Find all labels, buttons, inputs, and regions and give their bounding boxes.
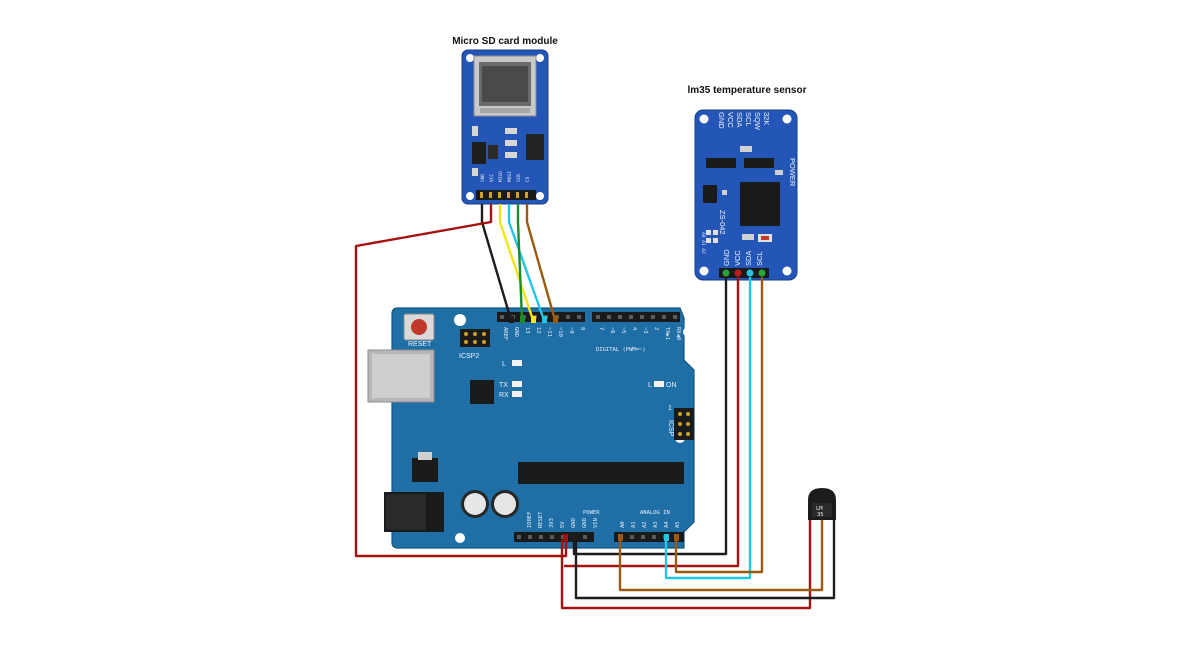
analog-pin-a1: A1: [631, 521, 637, 528]
sd-pin-label-miso: MISO: [498, 171, 504, 182]
led-l-label: L: [502, 361, 506, 368]
digital-pin-5: ~5: [620, 327, 626, 334]
wire-lm35-gnd: [574, 520, 836, 600]
digital-pin-11: ~11: [546, 327, 552, 337]
analog-header: [614, 532, 684, 542]
digital-pin-6: ~6: [609, 327, 615, 334]
wire-rtc-vcc: [564, 277, 740, 568]
rtc-top-label-vcc: VCC: [726, 112, 735, 128]
icsp2-header: [460, 329, 490, 347]
digital-pin-10: ~10: [557, 327, 563, 337]
led-rx-label: RX: [499, 392, 509, 399]
sd-pin-label-gnd: GND: [480, 174, 486, 182]
wires: [354, 204, 836, 610]
lm35-sensor: LM 35: [808, 488, 836, 520]
digital-pin-3: ~3: [642, 327, 648, 334]
arduino-uno-board: RESET ICSP2 L TX RX L ON ICSP 1: [367, 307, 695, 549]
digital-pin-7: 7: [598, 327, 604, 330]
digital-pin-12: 12: [535, 327, 541, 334]
rtc-power-label: POWER: [788, 158, 797, 187]
micro-sd-module: GND VCC MISO MOSI SCK CS: [461, 49, 549, 205]
sd-module-title: Micro SD card module: [452, 36, 558, 47]
reset-label: RESET: [408, 341, 432, 348]
power-pin-vin: VIN: [593, 518, 599, 528]
atmega-chip: [518, 462, 684, 484]
wire-sd-mosi: [507, 204, 546, 321]
wire-rtc-sda: [664, 277, 752, 580]
sd-pin-label-vcc: VCC: [489, 174, 495, 182]
digital-header-right: [592, 312, 680, 322]
usb-chip: [470, 380, 494, 404]
analog-pin-a0: A0: [620, 521, 626, 528]
digital-section-label: DIGITAL (PWM=~): [596, 347, 646, 353]
digital-pin-13: 13: [524, 327, 530, 334]
digital-pin-aref: AREF: [502, 327, 508, 340]
rtc-chip: [740, 182, 780, 226]
sd-pin-label-mosi: MOSI: [507, 171, 513, 182]
digital-pin-8: 8: [579, 327, 585, 330]
digital-pin-tx1: TX▶1: [664, 327, 670, 340]
sd-level-shifter-chip: [526, 134, 544, 160]
wire-rtc-gnd: [572, 277, 728, 556]
digital-pin-2: 2: [653, 327, 659, 330]
rtc-top-label-sqw: SQW: [753, 112, 762, 131]
wire-lm35-vcc: [560, 520, 812, 610]
analog-pin-a2: A2: [642, 521, 648, 528]
rtc-top-label-gnd: GND: [717, 112, 726, 129]
wire-sd-cs: [525, 204, 557, 321]
analog-pin-a4: A4: [664, 521, 670, 528]
analog-pin-a3: A3: [653, 521, 659, 528]
power-pin-gnd2: GND: [582, 518, 588, 528]
digital-pin-gnd: GND: [513, 327, 519, 337]
wire-lm35-out: [618, 520, 824, 592]
power-pin-5v: 5V: [560, 521, 566, 528]
analog-pin-a5: A5: [675, 521, 681, 528]
sd-pin-label-cs: CS: [525, 176, 531, 182]
wire-rtc-scl: [674, 277, 764, 574]
led-tx-label: TX: [499, 382, 508, 389]
power-pin-reset: RESET: [538, 511, 544, 528]
rtc-model-label: ZS-042: [718, 210, 727, 235]
digital-pin-4: 4: [631, 327, 637, 331]
wire-sd-gnd: [480, 204, 513, 321]
sensor-title: lm35 temperature sensor: [688, 85, 807, 96]
wire-sd-miso: [498, 204, 535, 321]
power-pin-gnd1: GND: [571, 518, 577, 528]
power-pin-ioref: IOREF: [527, 511, 533, 528]
rtc-module: 32K SQW SCL SDA VCC GND POWER: [694, 109, 798, 281]
rtc-bottom-label-gnd: GND: [722, 249, 731, 266]
digital-pin-rx0: RX◀0: [675, 327, 681, 340]
digital-pin-9: ~9: [568, 327, 574, 334]
sd-pin-label-sck: SCK: [516, 174, 522, 182]
analog-section-label: ANALOG IN: [640, 510, 670, 516]
wire-pin-caps: [509, 316, 679, 541]
voltage-regulator: [412, 458, 438, 482]
rtc-top-label-32k: 32K: [762, 112, 771, 125]
icsp2-label: ICSP2: [459, 353, 479, 360]
icsp-pin1-label: 1: [668, 405, 672, 412]
icsp-header: [674, 408, 694, 440]
power-pin-3v3: 3V3: [549, 518, 555, 528]
icsp-label: ICSP: [667, 420, 674, 437]
lm35-label-2: 35: [817, 512, 824, 518]
wire-sd-sck: [516, 204, 524, 321]
rtc-bottom-label-sda: SDA: [744, 251, 753, 266]
led-l2-label: L: [648, 382, 652, 389]
rtc-top-label-scl: SCL: [744, 112, 753, 127]
lm35-label-1: LM: [816, 506, 823, 512]
rtc-bottom-label-vcc: VCC: [733, 250, 742, 266]
digital-header-left: [497, 312, 585, 322]
rtc-bottom-label-scl: SCL: [755, 251, 764, 266]
led-on-label: ON: [666, 382, 677, 389]
rtc-addr-label: A0 A1 A2: [700, 232, 706, 254]
wire-sd-vcc: [354, 204, 568, 558]
rtc-top-label-sda: SDA: [735, 112, 744, 127]
power-section-label: POWER: [583, 510, 600, 516]
